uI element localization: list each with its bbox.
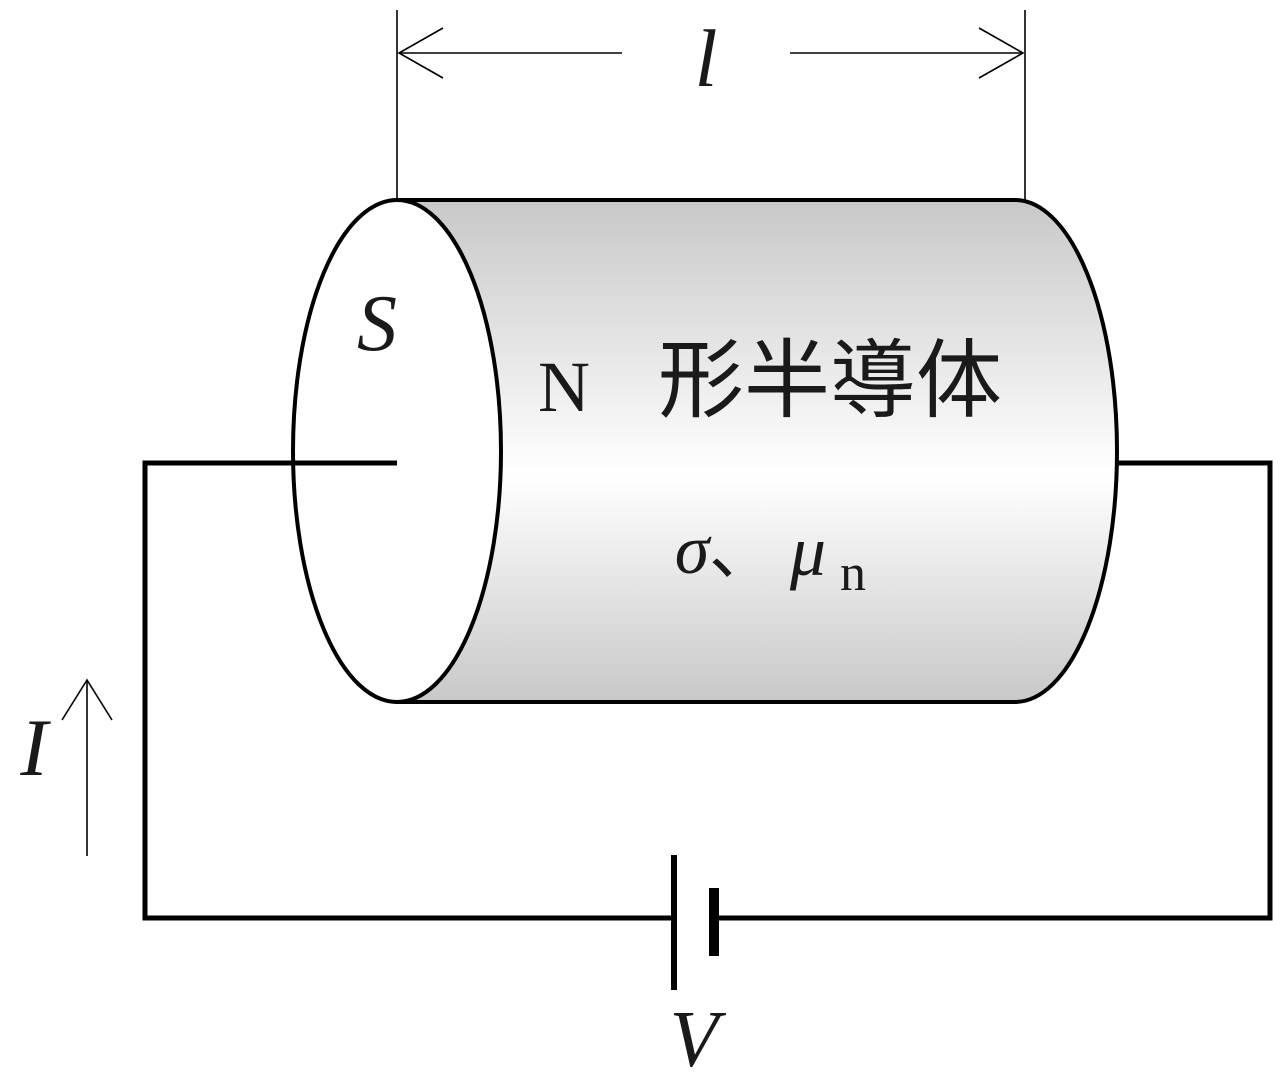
current-label: I [19, 702, 51, 793]
mu-subscript: n [840, 545, 866, 602]
material-prefix: N [538, 347, 590, 427]
wire-right [714, 460, 1273, 921]
cylinder-end-face [291, 198, 503, 704]
wire-left [142, 460, 672, 921]
current-indicator: I [19, 678, 113, 856]
cylinder-body [395, 198, 1119, 704]
property-separator: 、 [709, 512, 775, 589]
material-name: 形半導体 [658, 331, 1002, 431]
current-arrow-head [61, 678, 113, 721]
circuit-wires [142, 460, 1273, 921]
area-label: S [357, 280, 397, 368]
semiconductor-cylinder: S N 形半導体 σ 、 μ n [291, 198, 1119, 704]
dimension-arrowhead-left [397, 27, 444, 79]
sigma-symbol: σ [675, 512, 712, 589]
voltage-label: V [670, 996, 727, 1081]
mu-symbol: μ [789, 511, 826, 591]
length-label: l [695, 13, 718, 104]
property-label: σ 、 μ n [675, 511, 866, 602]
battery-symbol: V [670, 855, 727, 1081]
dimension-arrowhead-right [978, 27, 1025, 79]
length-dimension: l [396, 10, 1026, 200]
material-label: N 形半導体 [538, 331, 1002, 431]
